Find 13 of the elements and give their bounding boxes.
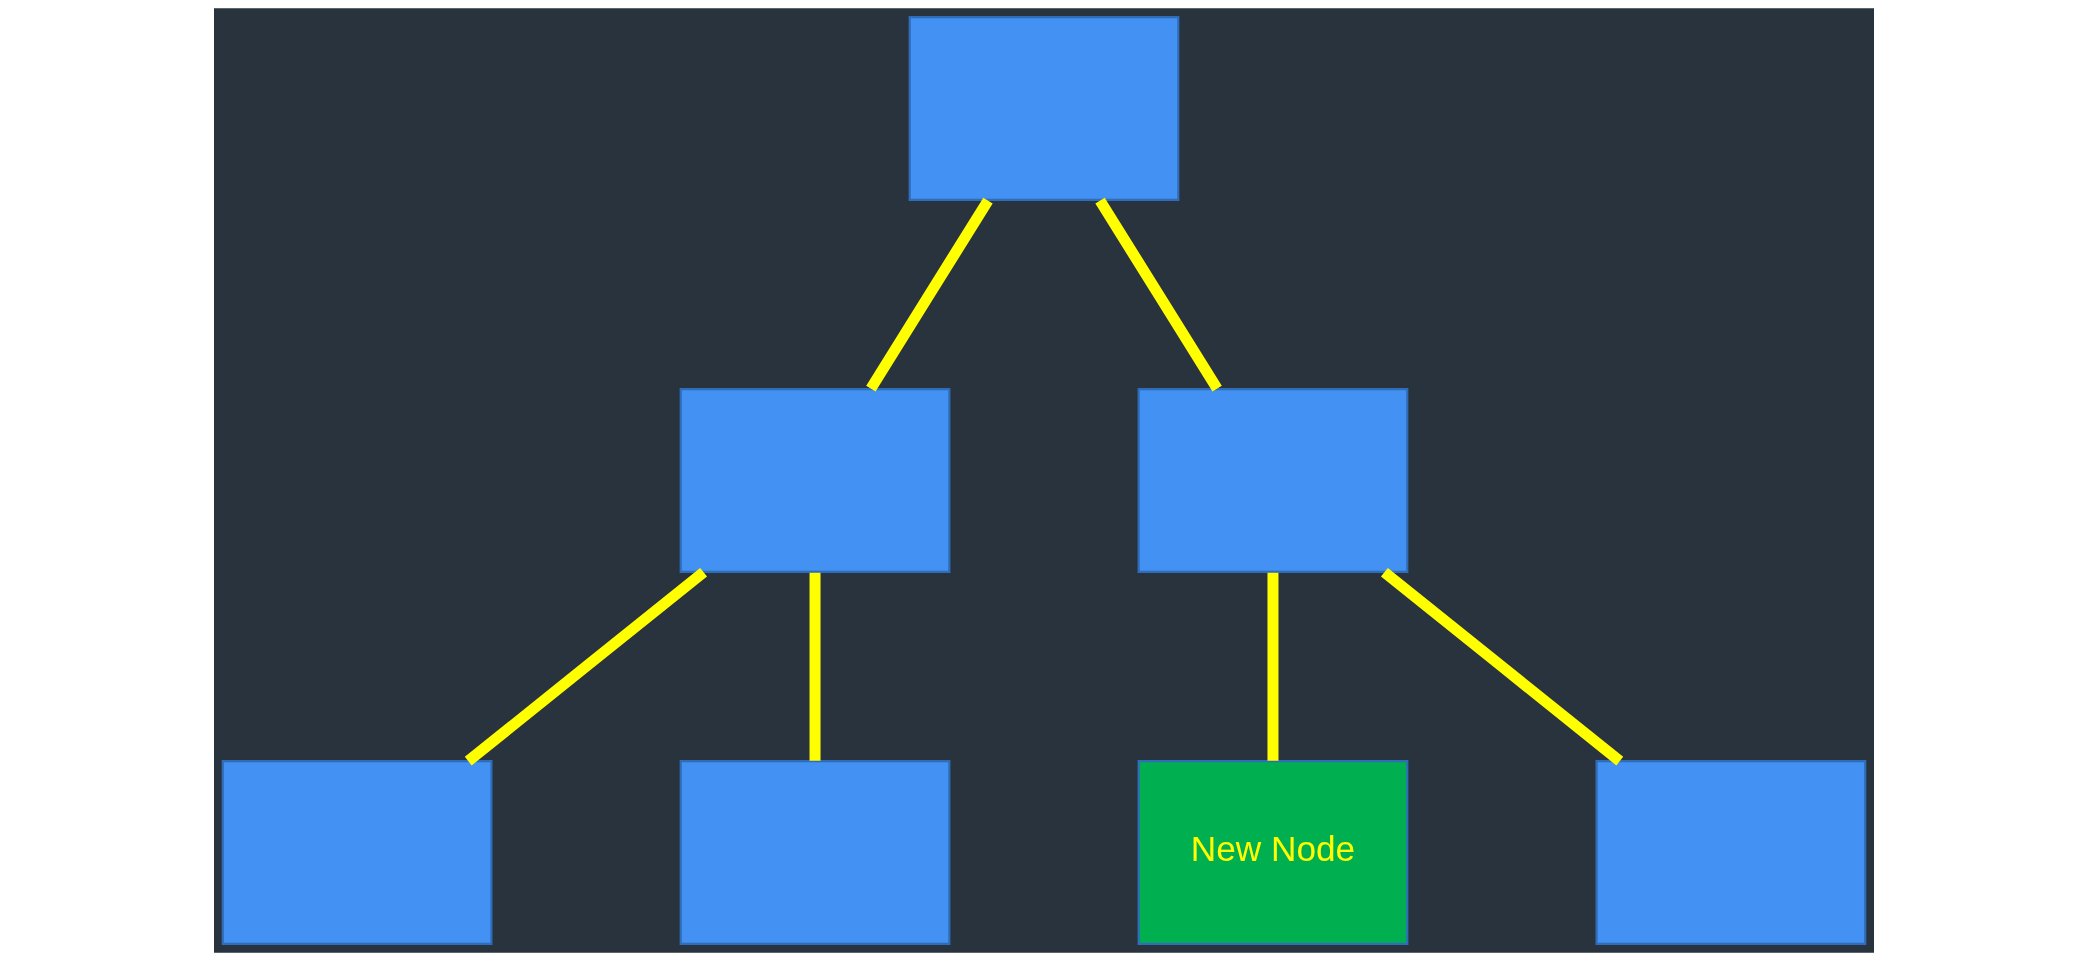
node-box [908,15,1180,201]
node-box [679,388,951,573]
connector [809,572,821,761]
node-box [1595,760,1867,946]
node-box [221,760,493,946]
connector [1267,572,1279,761]
connector [464,567,708,766]
node-box: New Node [1137,760,1409,946]
node-box [679,760,951,946]
connector [1380,567,1624,766]
connector [1095,197,1222,392]
node-box [1137,388,1409,573]
connector [866,197,993,392]
